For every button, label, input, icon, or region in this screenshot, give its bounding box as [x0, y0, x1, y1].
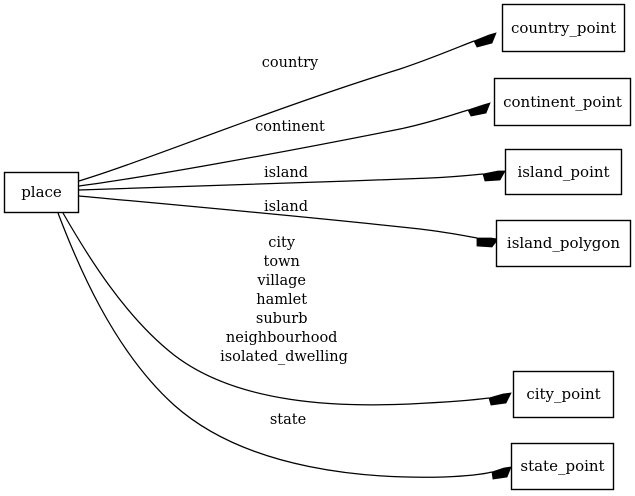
node-city_point-label: city_point	[526, 385, 600, 403]
node-island_point-box	[504, 148, 623, 196]
node-place-label: place	[21, 183, 62, 201]
edge-place-island_point[interactable]	[78, 170, 506, 191]
node-city_point-box	[512, 370, 615, 419]
node-continent_point-box	[493, 77, 632, 127]
edge-place-state_point[interactable]	[57, 212, 512, 480]
edge-label-continent: continent	[255, 119, 325, 135]
node-island_point-label: island_point	[517, 163, 609, 181]
node-place-box	[3, 171, 80, 214]
edge-path-state	[57, 212, 493, 478]
node-country_point-label: country_point	[511, 19, 616, 37]
node-continent_point[interactable]: continent_point	[493, 77, 632, 127]
node-country_point-box	[501, 3, 626, 53]
arrowhead-island-polygon	[476, 237, 499, 248]
edge-label-city-line-city: city	[268, 235, 296, 251]
node-state_point-box	[510, 442, 615, 491]
edge-label-city-line-neighbourhood: neighbourhood	[226, 330, 338, 346]
node-island_polygon-box	[495, 219, 632, 268]
edge-path-continent	[78, 109, 469, 187]
node-state_point-label: state_point	[520, 457, 604, 475]
edge-label-city-line-isolated-dwelling: isolated_dwelling	[220, 349, 348, 365]
node-island_polygon[interactable]: island_polygon	[495, 219, 632, 268]
edge-label-island-polygon: island	[264, 199, 308, 215]
edge-label-country: country	[262, 55, 319, 71]
node-place[interactable]: place	[3, 171, 80, 214]
node-city_point[interactable]: city_point	[512, 370, 615, 419]
edge-label-city-line-town: town	[264, 254, 300, 270]
edge-label-city-line-suburb: suburb	[256, 311, 308, 327]
arrowhead-continent	[467, 102, 491, 117]
node-island_polygon-label: island_polygon	[507, 234, 621, 252]
node-country_point[interactable]: country_point	[501, 3, 626, 53]
arrowhead-city	[488, 392, 512, 406]
edge-label-city-multiline: city town village hamlet suburb neighbou…	[220, 235, 348, 365]
edge-path-country	[78, 40, 475, 182]
node-state_point[interactable]: state_point	[510, 442, 615, 491]
node-continent_point-label: continent_point	[503, 93, 622, 111]
edge-label-state: state	[270, 412, 306, 428]
edge-label-city-line-village: village	[256, 273, 306, 289]
edge-place-city_point[interactable]	[62, 212, 512, 406]
arrowhead-island-point	[482, 170, 506, 182]
arrowhead-state	[491, 466, 512, 480]
arrowhead-country	[473, 32, 497, 48]
node-island_point[interactable]: island_point	[504, 148, 623, 196]
edge-label-island-point: island	[264, 165, 308, 181]
edge-path-island-polygon	[78, 195, 478, 239]
edge-place-island_polygon[interactable]	[78, 195, 499, 248]
edge-path-island-point	[78, 173, 484, 191]
edge-place-country_point[interactable]	[78, 32, 497, 182]
edge-label-city-line-hamlet: hamlet	[256, 292, 307, 308]
edge-path-city	[62, 212, 490, 406]
edge-place-continent_point[interactable]	[78, 102, 491, 187]
